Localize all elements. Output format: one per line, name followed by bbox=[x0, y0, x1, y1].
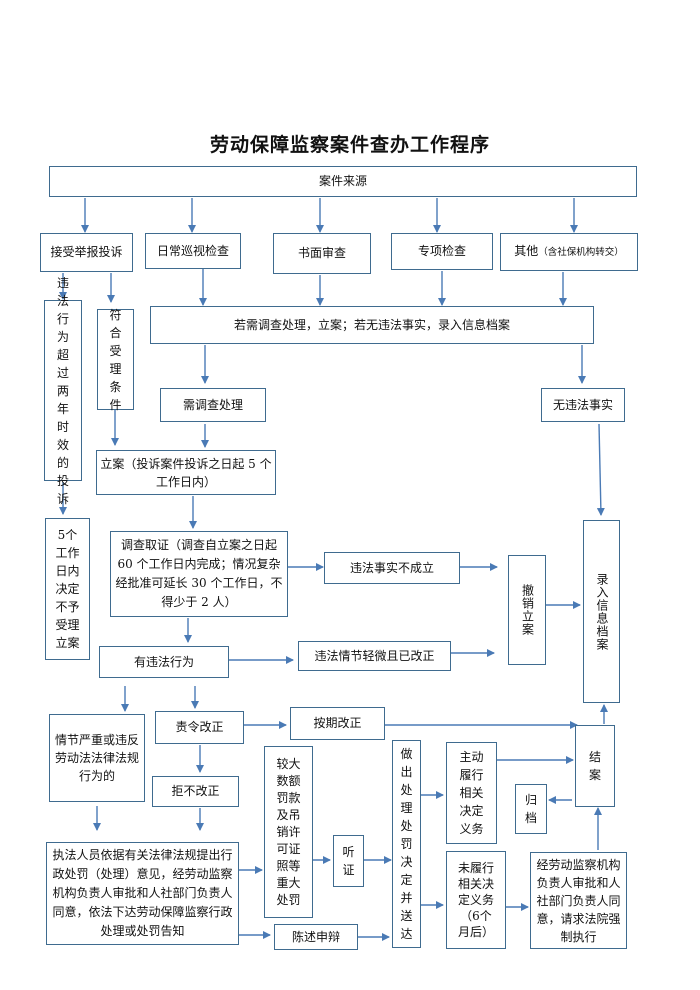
other-source-box: 其他（含社保机构转交） bbox=[500, 233, 638, 271]
close-case-box: 结案 bbox=[575, 725, 615, 807]
order-correction-box: 责令改正 bbox=[155, 711, 244, 744]
voluntary-fulfil-box: 主动履行相关决定义务 bbox=[446, 742, 497, 844]
page-title: 劳动保障监察案件查办工作程序 bbox=[209, 134, 490, 156]
complaint-box: 接受举报投诉 bbox=[40, 233, 133, 272]
penalty-notice-box: 执法人员依据有关法律法规提出行政处罚（处理）意见，经劳动监察机构负责人审批和人社… bbox=[46, 842, 239, 945]
hearing-box: 听证 bbox=[333, 835, 364, 887]
minor-corrected-box: 违法情节轻微且已改正 bbox=[298, 641, 451, 671]
arrow bbox=[596, 423, 605, 516]
need-filing-box: 若需调查处理，立案；若无违法事实，录入信息档案 bbox=[150, 306, 594, 344]
need-investigation-box: 需调查处理 bbox=[160, 388, 266, 422]
special-check-box: 专项检查 bbox=[391, 233, 493, 270]
patrol-box: 日常巡视检查 bbox=[145, 233, 241, 269]
archive-box: 归档 bbox=[515, 784, 547, 834]
serious-violation-box: 情节严重或违反劳动法法律法规行为的 bbox=[49, 714, 145, 802]
has-violation-box: 有违法行为 bbox=[99, 646, 229, 678]
revoke-filing-box: 撤销立案 bbox=[508, 555, 546, 665]
eligible-box: 符合受理条件 bbox=[97, 308, 134, 412]
five-day-decision-box: 5个工作日内决定不予受理立案 bbox=[45, 518, 90, 660]
expired-complaint-box: 违法行为超过两年时效的投诉 bbox=[44, 276, 82, 506]
decision-delivery-box: 做出处理处罚决定并送达 bbox=[392, 740, 421, 948]
no-violation-box: 无违法事实 bbox=[541, 388, 625, 422]
written-review-box: 书面审查 bbox=[273, 233, 371, 274]
record-archive-box: 录入信息档案 bbox=[583, 520, 620, 703]
case-source-box: 案件来源 bbox=[49, 166, 637, 197]
not-fulfilled-box: 未履行相关决定义务（6个月后） bbox=[446, 851, 506, 949]
not-established-box: 违法事实不成立 bbox=[324, 552, 460, 584]
filing-box: 立案（投诉案件投诉之日起 5 个工作日内） bbox=[96, 450, 276, 495]
refuse-correction-box: 拒不改正 bbox=[152, 776, 239, 807]
court-enforcement-box: 经劳动监察机构负责人审批和人社部门负责人同意，请求法院强制执行 bbox=[530, 852, 627, 949]
on-time-correction-box: 按期改正 bbox=[290, 707, 385, 740]
defense-box: 陈述申辩 bbox=[274, 924, 358, 950]
investigation-box: 调查取证（调查自立案之日起 60 个工作日内完成；情况复杂经批准可延长 30 个… bbox=[110, 531, 288, 617]
major-penalty-box: 较大数额罚款及吊销许可证照等重大处罚 bbox=[264, 746, 313, 918]
